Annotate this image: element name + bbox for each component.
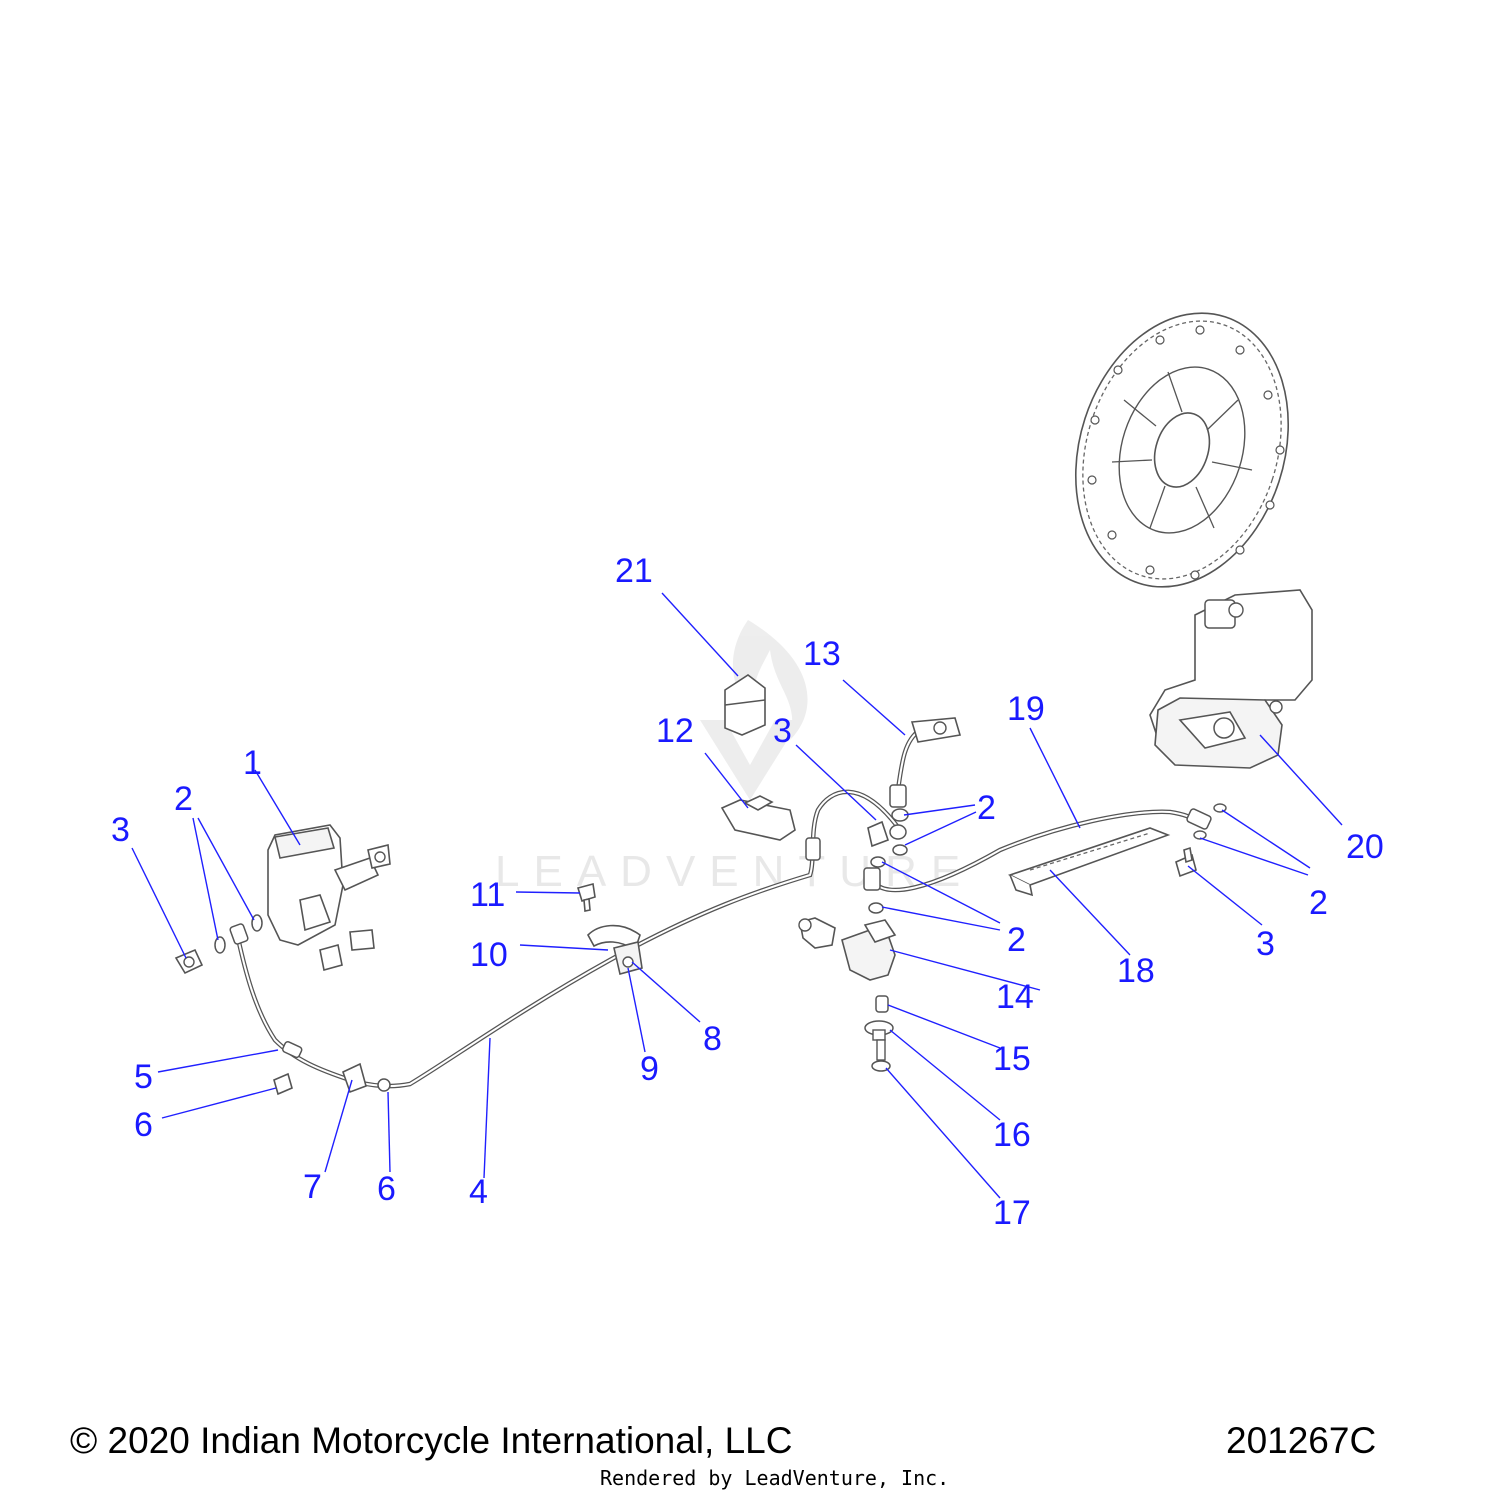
right-fittings: [1175, 803, 1227, 878]
callout-1: 1: [243, 744, 262, 782]
abs-module: [798, 917, 897, 981]
callout-3-c: 3: [1256, 925, 1275, 963]
callout-9: 9: [640, 1050, 659, 1088]
screw: [576, 882, 596, 912]
callout-20: 20: [1346, 828, 1384, 866]
brake-line: [229, 789, 903, 1089]
callout-5: 5: [134, 1058, 153, 1096]
abs-bracket: [720, 795, 796, 841]
line-clip: [342, 1062, 391, 1094]
callout-2-a: 2: [174, 780, 193, 818]
callout-17: 17: [993, 1194, 1031, 1232]
banjo-bolt-left: [174, 948, 204, 975]
flange-bolt: [273, 1072, 293, 1096]
callout-19: 19: [1007, 690, 1045, 728]
callout-labels: 1 2 3 4 5 6 7 6 8 9 10 11 12 13 3 2 2 14…: [111, 552, 1384, 1232]
callout-16: 16: [993, 1116, 1031, 1154]
callout-12: 12: [656, 712, 694, 750]
center-fittings: [867, 808, 909, 914]
callout-14: 14: [996, 978, 1034, 1016]
caliper-hose: [863, 808, 1212, 893]
rear-caliper: [1149, 589, 1313, 769]
callout-4: 4: [469, 1173, 488, 1211]
callout-15: 15: [993, 1040, 1031, 1078]
brake-hose-13: [889, 717, 962, 808]
diagram-id: 201267C: [1226, 1420, 1377, 1461]
callout-6-a: 6: [134, 1106, 153, 1144]
leader-lines: [131, 592, 1343, 1199]
rear-master-cylinder: [267, 824, 391, 972]
callout-6-b: 6: [377, 1170, 396, 1208]
cushion-clamp: [587, 924, 643, 975]
mount-stack: [864, 995, 894, 1072]
callout-2-b: 2: [977, 789, 996, 827]
callout-10: 10: [470, 936, 508, 974]
callout-2-d: 2: [1309, 884, 1328, 922]
rendered-by-text: Rendered by LeadVenture, Inc.: [600, 1466, 950, 1490]
callout-8: 8: [703, 1020, 722, 1058]
callout-7: 7: [303, 1168, 322, 1206]
callout-3-b: 3: [773, 712, 792, 750]
callout-3-a: 3: [111, 811, 130, 849]
heat-shield: [1007, 827, 1171, 897]
callout-13: 13: [803, 635, 841, 673]
crush-washers-left: [214, 914, 263, 954]
callout-18: 18: [1117, 952, 1155, 990]
brake-rotor: [1074, 312, 1290, 588]
callout-11: 11: [470, 876, 505, 914]
copyright-text: © 2020 Indian Motorcycle International, …: [70, 1420, 793, 1461]
abs-ecu: [724, 674, 766, 736]
callout-2-c: 2: [1007, 921, 1026, 959]
callout-21: 21: [615, 552, 653, 590]
